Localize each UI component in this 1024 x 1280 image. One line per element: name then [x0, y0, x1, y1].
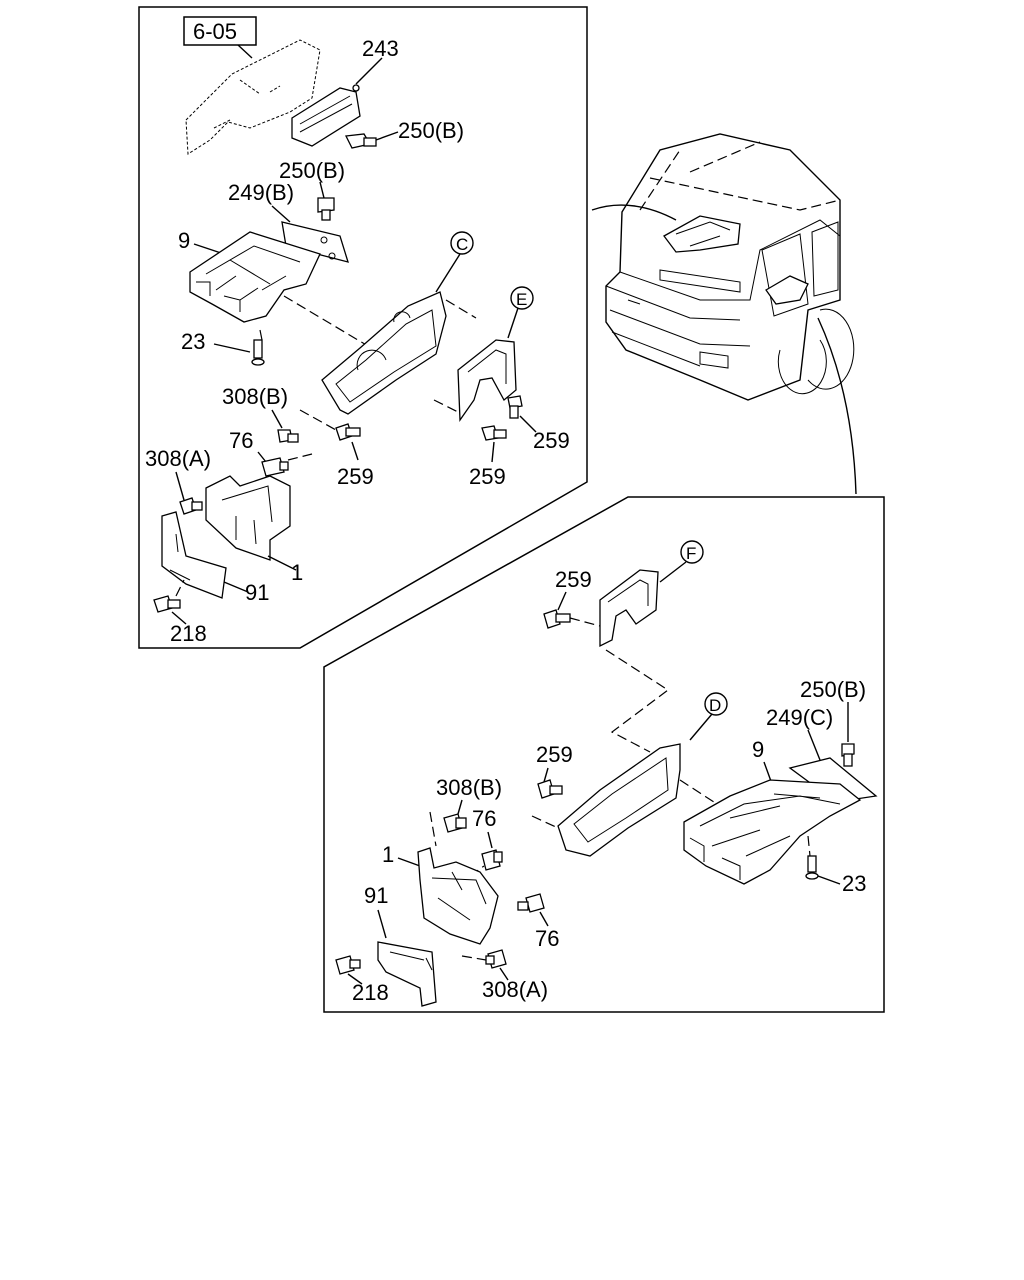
label-259-bottom-upper: 259	[555, 567, 592, 592]
bolt-308b-top	[277, 429, 299, 443]
label-callout-e: E	[516, 290, 527, 309]
bolt-308a-top	[179, 497, 203, 515]
bottom-panel: F 259 D 259 250(B)	[323, 496, 885, 1013]
label-9-bottom: 9	[752, 737, 764, 762]
bolt-218-top	[153, 595, 181, 613]
nut-76-bottom-upper	[481, 849, 503, 871]
bottom-panel-border	[323, 496, 885, 1013]
label-259-middle: 259	[469, 464, 506, 489]
bracket-243	[291, 87, 361, 147]
callout-f	[680, 540, 704, 564]
cover-9-top	[189, 231, 321, 323]
label-259-left: 259	[337, 464, 374, 489]
label-308b-bottom: 308(B)	[436, 775, 502, 800]
label-250b-upper: 250(B)	[398, 118, 464, 143]
label-259-bottom-lower: 259	[536, 742, 573, 767]
bracket-1-top	[205, 475, 291, 561]
callout-e	[510, 286, 534, 310]
label-308a-top: 308(A)	[145, 446, 211, 471]
label-76-bottom-lower: 76	[535, 926, 559, 951]
bracket-c	[321, 291, 447, 415]
bracket-e	[457, 339, 517, 422]
reference-box	[183, 16, 257, 46]
bracket-f	[599, 569, 659, 648]
label-1-top: 1	[291, 560, 303, 585]
plate-91-bottom	[377, 941, 437, 1007]
bolt-259-top-1	[507, 395, 523, 419]
label-1-bottom: 1	[382, 842, 394, 867]
nut-76-bottom-lower	[517, 893, 545, 913]
reference-cover-part	[185, 39, 321, 155]
reference-label: 6-05	[193, 19, 237, 44]
bolt-259-bottom-lower	[537, 779, 563, 799]
label-243: 243	[362, 36, 399, 61]
label-250b-second: 250(B)	[279, 158, 345, 183]
label-249c: 249(C)	[766, 705, 833, 730]
label-308b-top: 308(B)	[222, 384, 288, 409]
label-218-top: 218	[170, 621, 207, 646]
label-259-right: 259	[533, 428, 570, 453]
label-23-bottom: 23	[842, 871, 866, 896]
bolt-250b-bottom	[841, 743, 855, 767]
label-91-top: 91	[245, 580, 269, 605]
bolt-308a-bottom	[485, 949, 507, 969]
label-callout-f: F	[686, 544, 696, 563]
pin-23-top	[251, 339, 265, 366]
bolt-250b-second	[317, 197, 335, 221]
label-308a-bottom: 308(A)	[482, 977, 548, 1002]
label-callout-c: C	[456, 235, 468, 254]
bolt-308b-bottom	[443, 813, 467, 833]
nut-76-top	[261, 457, 289, 477]
bolt-259-top-3	[335, 423, 361, 441]
label-249b: 249(B)	[228, 180, 294, 205]
label-76-bottom-upper: 76	[472, 806, 496, 831]
plate-91-top	[161, 511, 227, 599]
callout-d	[704, 692, 728, 716]
label-23-top: 23	[181, 329, 205, 354]
bracket-1-bottom	[417, 847, 499, 945]
bolt-259-top-2	[481, 425, 507, 441]
bolt-218-bottom	[335, 955, 361, 975]
truck-cab-illustration	[591, 133, 857, 495]
bracket-d	[557, 743, 681, 857]
label-9-top: 9	[178, 228, 190, 253]
cover-9-bottom	[683, 779, 862, 885]
pin-23-bottom	[805, 855, 819, 880]
top-panel: 6-05 243 250(B) 250(B) 249(B) 9	[138, 6, 588, 649]
label-250b-bottom: 250(B)	[800, 677, 866, 702]
top-panel-border	[138, 6, 588, 649]
plate-249b	[281, 221, 349, 263]
label-91-bottom: 91	[364, 883, 388, 908]
bolt-259-bottom-upper	[543, 609, 571, 629]
callout-c	[450, 231, 474, 255]
label-callout-d: D	[709, 696, 721, 715]
label-76-top: 76	[229, 428, 253, 453]
label-218-bottom: 218	[352, 980, 389, 1005]
bolt-250b-upper	[345, 133, 377, 149]
